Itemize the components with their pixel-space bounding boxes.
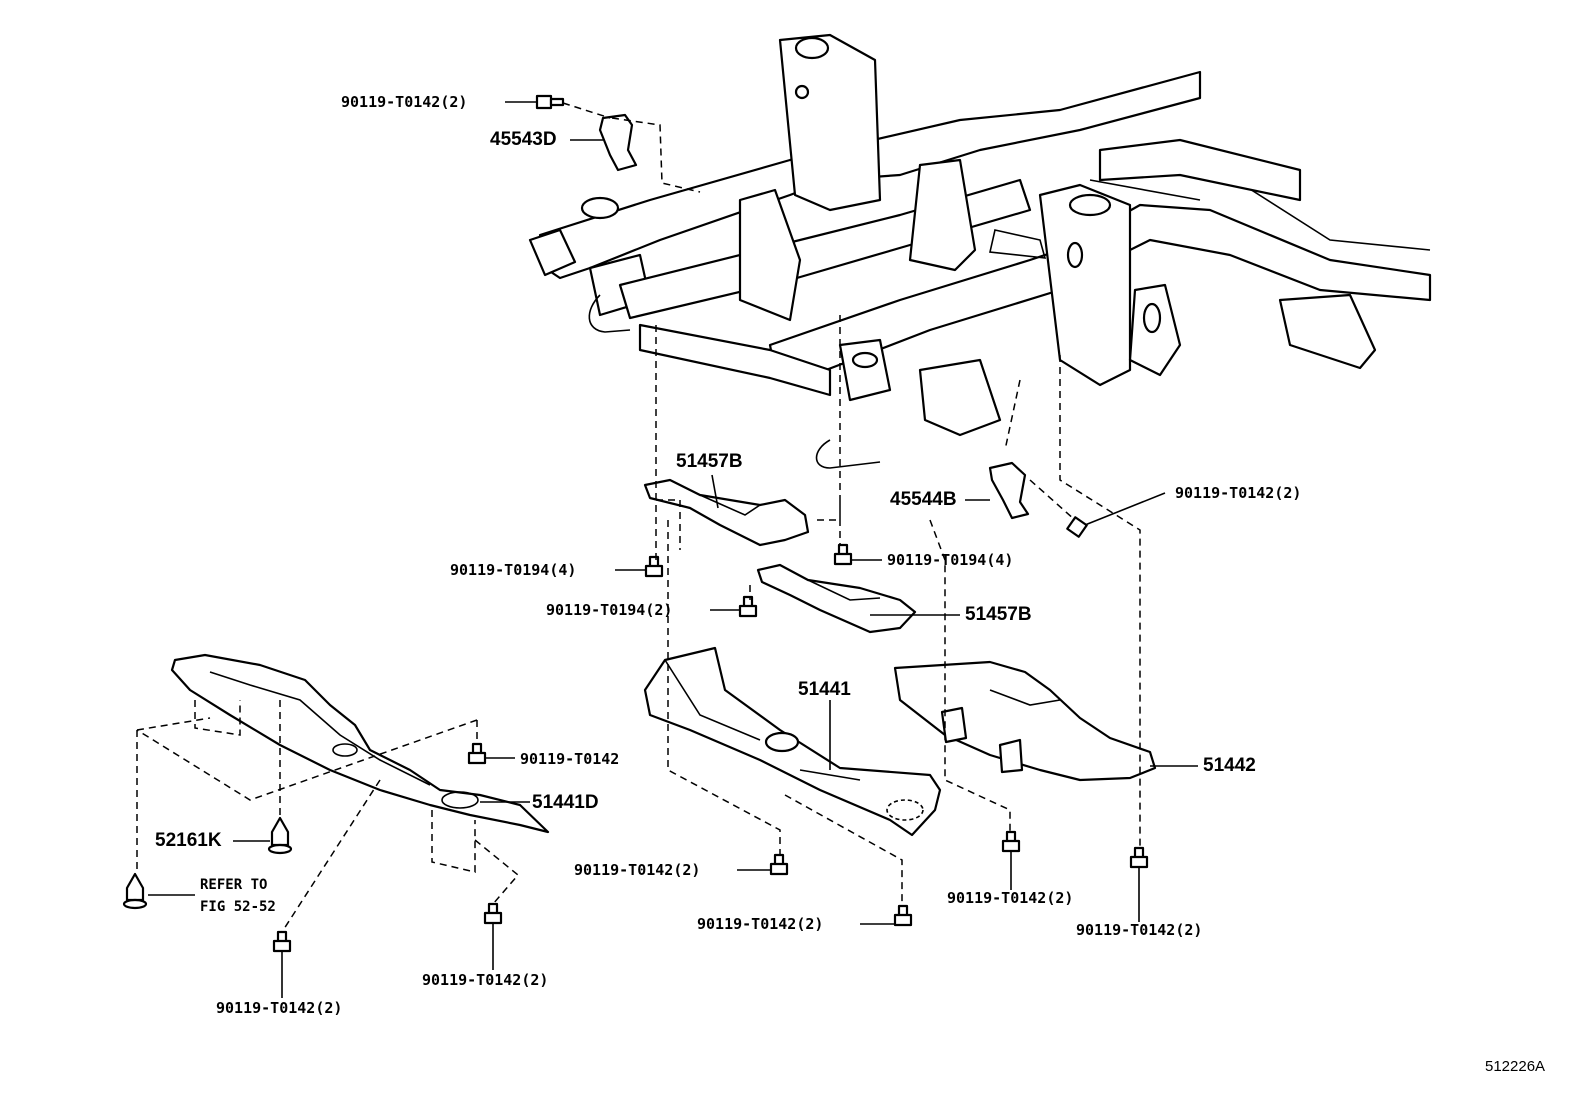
label-f-51441-b: 90119-T0142(2) [697, 915, 824, 933]
plate-51457b-upper [643, 478, 810, 547]
bracket-45544b [988, 461, 1030, 520]
bolt-t0142-single [467, 742, 487, 765]
bolt-51442-a [1001, 830, 1021, 853]
label-f-t0194-4-left: 90119-T0194(4) [450, 561, 577, 579]
vehicle-frame [528, 33, 1432, 469]
label-f-51441-a: 90119-T0142(2) [574, 861, 701, 879]
label-51457b-upper: 51457B [676, 451, 743, 472]
label-45543d: 45543D [490, 129, 557, 150]
figure-id: 512226A [1485, 1058, 1546, 1075]
alignment-dashes [136, 102, 1141, 933]
label-f-t0194-4-right: 90119-T0194(4) [887, 551, 1014, 569]
label-f-left-bottom: 90119-T0142(2) [216, 999, 343, 1017]
plate-51457b-lower [756, 563, 917, 634]
label-45544b: 45544B [890, 489, 957, 510]
clip-52161k [267, 816, 293, 855]
label-51457b-lower: 51457B [965, 604, 1032, 625]
skid-plate-51442 [893, 660, 1157, 782]
bolt-left-bottom [272, 930, 292, 953]
bolt-51441-b [893, 904, 913, 927]
label-51441d: 51441D [532, 792, 599, 813]
bolt-51442-b [1129, 846, 1149, 869]
label-f-right-mid: 90119-T0142(2) [1175, 484, 1302, 502]
bolt-t0194-right [833, 543, 853, 566]
label-f-top: 90119-T0142(2) [341, 93, 468, 111]
bolt-51441-a [769, 853, 789, 876]
label-51441: 51441 [798, 679, 851, 700]
bolt-right-mid [1066, 516, 1088, 538]
label-52161k: 52161K [155, 830, 222, 851]
label-f-t0194-2: 90119-T0194(2) [546, 601, 673, 619]
bolt-left-mid [483, 902, 503, 925]
clip-refer [122, 872, 148, 910]
bolt-t0194-left [644, 555, 664, 578]
label-f-51442-b: 90119-T0142(2) [1076, 921, 1203, 939]
label-f-left-mid: 90119-T0142(2) [422, 971, 549, 989]
leader-lines [148, 101, 1198, 998]
cover-51441d [170, 653, 550, 834]
bracket-45543d [598, 113, 638, 172]
bolt-t0194-2 [738, 595, 758, 618]
bolt-top [535, 94, 565, 110]
label-refer-line2: FIG 52-52 [200, 899, 276, 915]
fastener-bolts [122, 94, 1149, 953]
label-51442: 51442 [1203, 755, 1256, 776]
label-f-51442-a: 90119-T0142(2) [947, 889, 1074, 907]
label-f-t0142-single: 90119-T0142 [520, 750, 620, 768]
label-refer-line1: REFER TO [200, 877, 268, 893]
